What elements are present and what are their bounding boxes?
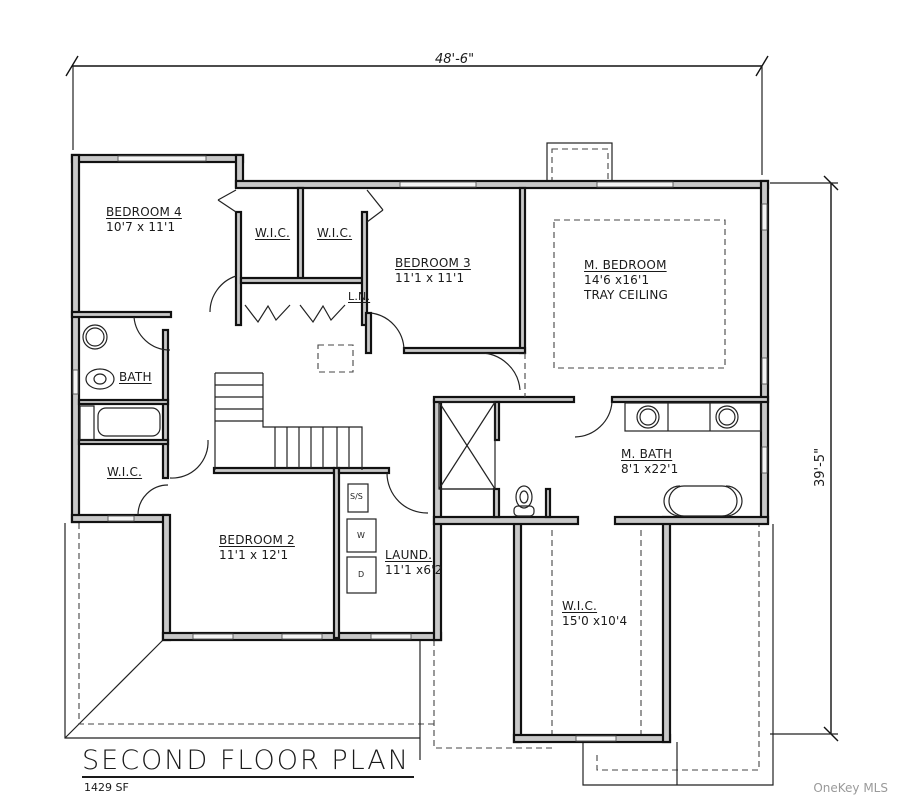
- overall-depth-label: 39'-5": [813, 447, 828, 487]
- sink-label: S/S: [350, 492, 363, 501]
- plan-area: 1429 SF: [84, 781, 129, 794]
- room-name: M. BATH: [621, 447, 673, 461]
- room-name: BEDROOM 4: [106, 205, 182, 219]
- watermark: OneKey MLS: [813, 781, 888, 795]
- room-size: 11'1 x 11'1: [395, 271, 465, 285]
- room-size: 8'1 x22'1: [621, 462, 679, 476]
- washer-label: W: [357, 531, 365, 540]
- room-name: W.I.C.: [562, 599, 598, 613]
- room-note: TRAY CEILING: [584, 288, 669, 302]
- room-wic-2: W.I.C.: [317, 226, 352, 241]
- room-name: W.I.C.: [255, 226, 291, 240]
- room-name: BEDROOM 3: [395, 256, 471, 270]
- roof-outline: [64, 142, 774, 786]
- attic-access: [317, 344, 354, 373]
- room-name: L.N.: [348, 290, 371, 303]
- room-size: 15'0 x10'4: [562, 614, 628, 628]
- room-size: 11'1 x6'2: [385, 563, 443, 577]
- staircase: [214, 372, 363, 470]
- room-master-bedroom: M. BEDROOM 14'6 x16'1 TRAY CEILING: [584, 258, 668, 303]
- room-bedroom-2: BEDROOM 2 11'1 x 12'1: [219, 533, 295, 563]
- room-bedroom-3: BEDROOM 3 11'1 x 11'1: [395, 256, 471, 286]
- room-bedroom-4: BEDROOM 4 10'7 x 11'1: [106, 205, 182, 235]
- room-name: BEDROOM 2: [219, 533, 295, 547]
- room-linen: L.N.: [348, 289, 370, 304]
- windows: [72, 155, 768, 742]
- room-name: W.I.C.: [107, 465, 143, 479]
- room-name: M. BEDROOM: [584, 258, 667, 272]
- room-master-wic: W.I.C. 15'0 x10'4: [562, 599, 627, 629]
- room-bath: BATH: [119, 370, 152, 385]
- room-wic-3: W.I.C.: [107, 465, 142, 480]
- tray-ceiling-outline: [553, 219, 726, 369]
- room-name: W.I.C.: [317, 226, 353, 240]
- room-name: LAUND.: [385, 548, 433, 562]
- room-size: 14'6 x16'1: [584, 273, 650, 287]
- room-laundry: LAUND. 11'1 x6'2: [385, 548, 443, 578]
- room-size: 10'7 x 11'1: [106, 220, 176, 234]
- door-swings: [133, 189, 613, 516]
- depth-dimension-line: [770, 175, 839, 742]
- room-master-bath: M. BATH 8'1 x22'1: [621, 447, 679, 477]
- room-name: BATH: [119, 370, 152, 384]
- fixtures: [79, 324, 762, 594]
- width-dimension-line: [65, 55, 769, 175]
- overall-width-label: 48'-6": [435, 52, 475, 67]
- interior-walls: [70, 186, 770, 640]
- plan-title: SECOND FLOOR PLAN: [82, 746, 414, 778]
- dryer-label: D: [358, 570, 365, 579]
- room-size: 11'1 x 12'1: [219, 548, 289, 562]
- room-wic-1: W.I.C.: [255, 226, 290, 241]
